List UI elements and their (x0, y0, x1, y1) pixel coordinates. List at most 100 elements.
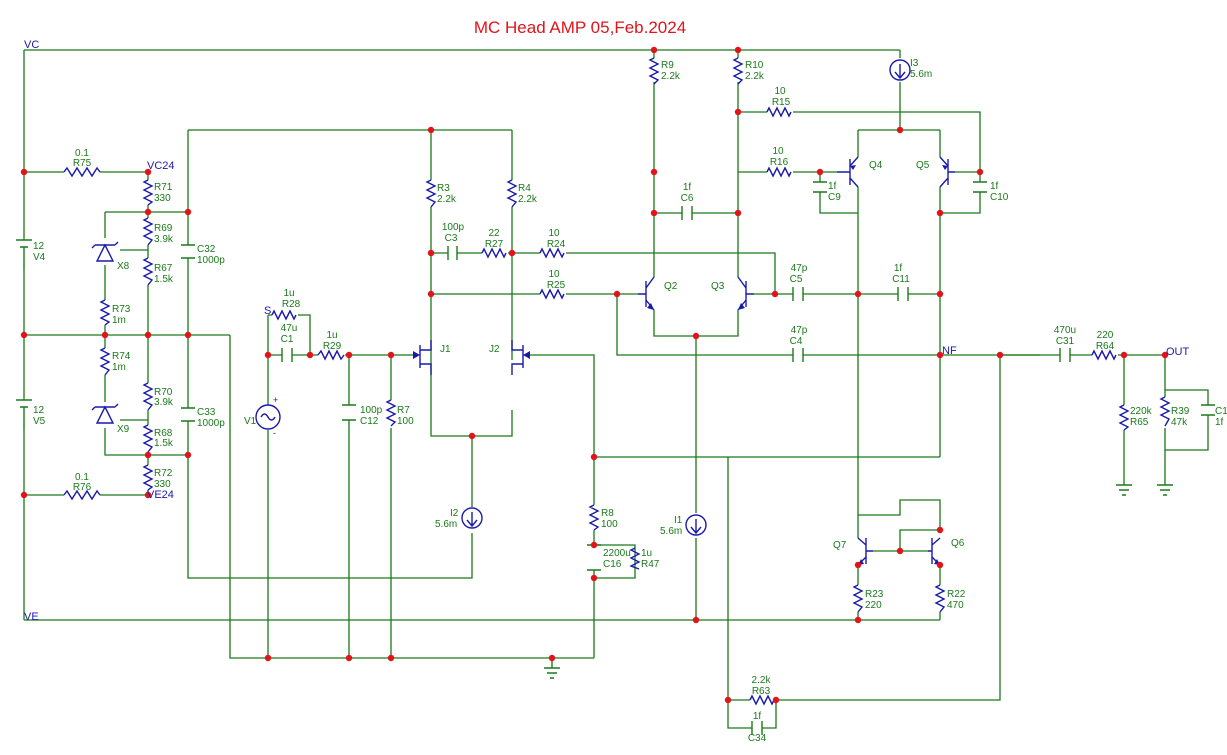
resistor-r63 (749, 694, 775, 706)
junction-dot (1161, 351, 1169, 359)
capacitor-c12 (342, 404, 356, 421)
capacitor-c1 (281, 348, 293, 362)
label-c32-ref: C32 (197, 244, 216, 255)
junction-dot (264, 654, 272, 662)
junction-dot (427, 290, 435, 298)
label-r3-value: 2.2k (437, 194, 457, 205)
label-r4-ref: R4 (518, 183, 531, 194)
label-v4-ref: V4 (33, 252, 46, 263)
junction-dot (816, 168, 824, 176)
bjt-q3 (737, 276, 754, 311)
junction-dot (144, 491, 152, 499)
resistor-r9 (648, 57, 660, 85)
label-r22-value: 470 (947, 600, 964, 611)
capacitor-c4 (792, 348, 804, 362)
label-i3-value: 5.6m (910, 69, 932, 80)
label-c6-ref: C6 (681, 193, 694, 204)
label-i3-ref: I3 (910, 58, 919, 69)
label-c16-ref: C16 (603, 559, 622, 570)
junction-dot (896, 547, 904, 555)
junction-dot (734, 209, 742, 217)
junction-dot (184, 208, 192, 216)
label-v5-ref: V5 (33, 416, 46, 427)
junction-dot (613, 290, 621, 298)
label-r75-ref: R75 (73, 158, 92, 169)
junction-dot (771, 290, 779, 298)
label-c31-value: 470u (1054, 325, 1076, 336)
bjt-q4 (837, 156, 859, 188)
capacitor-c6 (681, 206, 693, 220)
label-c4-ref: C4 (790, 336, 803, 347)
resistor-r64 (1091, 349, 1117, 361)
resistor-r4 (506, 179, 518, 208)
current-source-i2 (461, 507, 483, 529)
label-r74-value: 1m (112, 362, 126, 373)
label-c32-value: 1000p (197, 255, 225, 266)
capacitor-c34 (751, 721, 763, 735)
label-r73-value: 1m (112, 315, 126, 326)
junction-dot (144, 451, 152, 459)
junction-dot (772, 696, 780, 704)
junction-dot (590, 453, 598, 461)
resistor-r3 (425, 179, 437, 208)
label-r22-ref: R22 (947, 589, 966, 600)
net-label-ve24: VE24 (147, 489, 174, 501)
capacitor-c33 (181, 407, 195, 422)
resistor-r73 (99, 299, 111, 326)
label-r10-ref: R10 (745, 60, 764, 71)
label-c1-out-ref: C1 (1215, 406, 1227, 417)
label-c5-value: 47p (791, 263, 808, 274)
jfet-j2 (511, 340, 530, 375)
svg-text:+: + (273, 395, 278, 405)
label-r47-value: 1u (641, 548, 652, 559)
label-c1-value: 47u (281, 323, 298, 334)
junction-dot (936, 209, 944, 217)
junction-dot (976, 168, 984, 176)
label-r74-ref: R74 (112, 351, 131, 362)
label-r63-value: 2.2k (752, 675, 772, 686)
junction-dot (144, 208, 152, 216)
label-r67-value: 1.5k (154, 274, 174, 285)
bjt-q2 (638, 276, 655, 311)
label-r29-value: 1u (326, 330, 337, 341)
junction-dot (734, 46, 742, 54)
label-c12-value: 100p (360, 405, 383, 416)
junction-dot (854, 290, 862, 298)
wires (23, 49, 1209, 729)
junction-dot (20, 491, 28, 499)
bjt-q6 (928, 537, 941, 566)
label-r67-ref: R67 (154, 263, 173, 274)
capacitor-c10 (973, 181, 987, 193)
net-label-vc: VC (24, 39, 39, 51)
label-r28-value: 1u (283, 288, 294, 299)
junction-dot (650, 46, 658, 54)
label-q4: Q4 (869, 160, 883, 171)
junction-dot (20, 168, 28, 176)
battery-v4 (16, 239, 32, 268)
net-label-ve: VE (24, 611, 39, 623)
junction-dot (590, 574, 598, 582)
resistor-r8 (588, 504, 600, 531)
resistor-r25 (539, 288, 565, 300)
junction-dot (724, 696, 732, 704)
capacitor-c9 (813, 181, 827, 193)
junction-dot (184, 331, 192, 339)
resistor-r72 (142, 464, 154, 491)
label-r39-ref: R39 (1171, 406, 1190, 417)
label-r47-ref: R47 (641, 559, 660, 570)
net-labels: VC VE VC24 VE24 OUT NF S (24, 39, 1190, 623)
label-r71-ref: R71 (154, 182, 173, 193)
junction-dot (101, 331, 109, 339)
capacitor-c5 (792, 287, 804, 301)
label-r9-value: 2.2k (661, 71, 681, 82)
label-c5-ref: C5 (790, 274, 803, 285)
label-r76-ref: R76 (73, 482, 92, 493)
capacitor-c3 (447, 246, 458, 260)
resistor-r71 (142, 179, 154, 206)
junction-dot (306, 351, 314, 359)
component-labels: 0.1 R75 0.1 R76 R71 330 R69 3.9k R67 1.5… (33, 58, 1227, 744)
label-r16-value: 10 (772, 146, 784, 157)
capacitor-c32 (181, 244, 195, 259)
junction-dot (345, 654, 353, 662)
